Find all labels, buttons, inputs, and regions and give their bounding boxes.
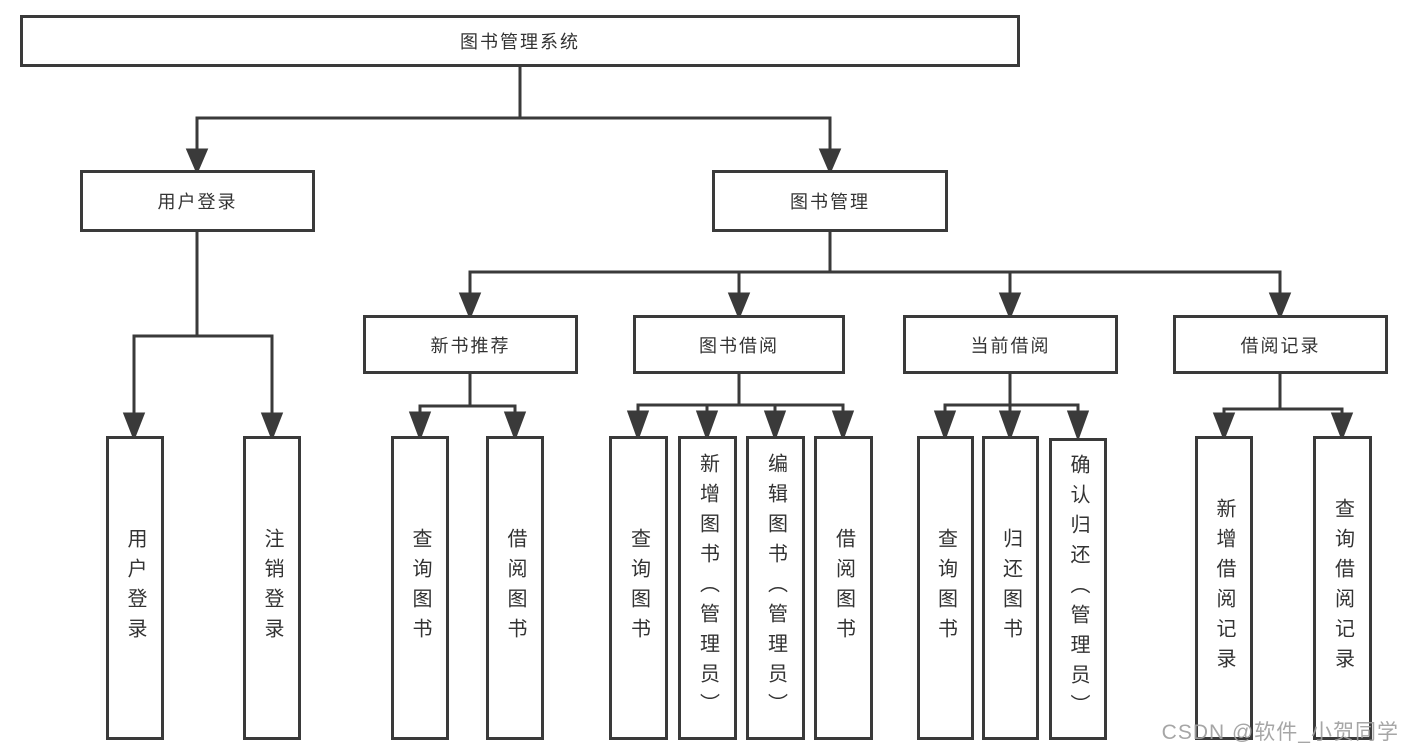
leaf-user-login: 用户登录 bbox=[106, 436, 164, 740]
leaf-query-borrow-record: 查询借阅记录 bbox=[1313, 436, 1372, 740]
node-book-borrow: 图书借阅 bbox=[633, 315, 845, 374]
node-label: 图书借阅 bbox=[699, 335, 779, 356]
node-label: 确认归还（管理员） bbox=[1067, 454, 1089, 724]
leaf-return-book: 归还图书 bbox=[982, 436, 1039, 740]
node-label: 图书管理系统 bbox=[460, 32, 580, 52]
leaf-add-book-admin: 新增图书（管理员） bbox=[678, 436, 737, 740]
node-label: 借阅记录 bbox=[1240, 335, 1321, 356]
node-root-system: 图书管理系统 bbox=[20, 15, 1020, 67]
node-book-management: 图书管理 bbox=[712, 170, 948, 232]
node-label: 借阅图书 bbox=[832, 528, 855, 648]
leaf-confirm-return-admin: 确认归还（管理员） bbox=[1049, 438, 1107, 740]
node-label: 查询图书 bbox=[409, 528, 431, 648]
node-label: 图书管理 bbox=[790, 192, 870, 212]
leaf-add-borrow-record: 新增借阅记录 bbox=[1195, 436, 1253, 740]
leaf-borrow-book-recommend: 借阅图书 bbox=[486, 436, 544, 740]
node-label: 用户登录 bbox=[157, 192, 238, 212]
node-label: 用户登录 bbox=[124, 528, 146, 648]
leaf-logout: 注销登录 bbox=[243, 436, 301, 740]
node-current-borrow: 当前借阅 bbox=[903, 315, 1118, 374]
node-label: 查询图书 bbox=[627, 528, 650, 648]
node-label: 借阅图书 bbox=[504, 528, 526, 648]
node-label: 归还图书 bbox=[999, 528, 1022, 648]
node-label: 新增图书（管理员） bbox=[696, 453, 719, 723]
node-label: 新书推荐 bbox=[430, 335, 511, 356]
node-new-book-recommend: 新书推荐 bbox=[363, 315, 578, 374]
node-label: 查询图书 bbox=[934, 528, 957, 648]
node-label: 查询借阅记录 bbox=[1331, 498, 1354, 678]
node-label: 新增借阅记录 bbox=[1213, 498, 1235, 678]
leaf-edit-book-admin: 编辑图书（管理员） bbox=[746, 436, 805, 740]
leaf-query-book-borrow: 查询图书 bbox=[609, 436, 668, 740]
node-label: 当前借阅 bbox=[970, 335, 1051, 356]
csdn-watermark: CSDN @软件_小贺同学 bbox=[1161, 721, 1399, 744]
node-user-login: 用户登录 bbox=[80, 170, 315, 232]
leaf-query-book-recommend: 查询图书 bbox=[391, 436, 449, 740]
leaf-borrow-book: 借阅图书 bbox=[814, 436, 873, 740]
node-borrow-records: 借阅记录 bbox=[1173, 315, 1388, 374]
node-label: 编辑图书（管理员） bbox=[764, 453, 787, 723]
leaf-query-book-current: 查询图书 bbox=[917, 436, 974, 740]
node-label: 注销登录 bbox=[261, 528, 283, 648]
